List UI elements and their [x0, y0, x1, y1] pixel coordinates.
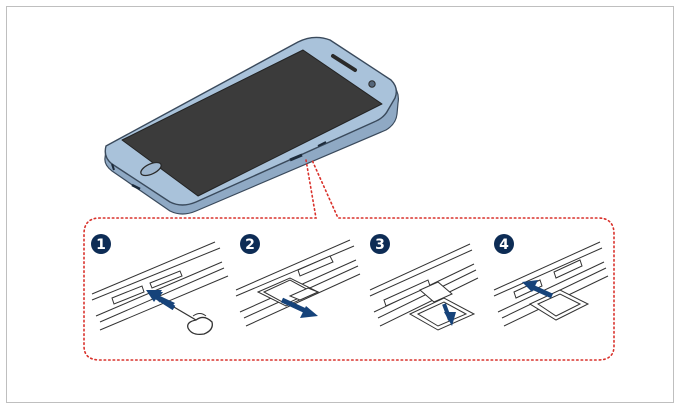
- svg-text:4: 4: [499, 237, 509, 253]
- step-4-arrow: [522, 280, 538, 292]
- sim-card: [419, 281, 453, 303]
- step-badge-3: 3: [370, 234, 390, 254]
- step-badge-1: 1: [91, 234, 111, 254]
- svg-text:3: 3: [375, 237, 385, 253]
- phone-illustration: [104, 36, 399, 215]
- step-3-arrow: [444, 312, 456, 326]
- step-badge-2: 2: [240, 234, 260, 254]
- outer-border: [6, 6, 674, 403]
- step-3-illustration: [369, 243, 479, 331]
- earpiece: [331, 54, 357, 72]
- svg-text:2: 2: [245, 237, 255, 253]
- front-camera: [368, 80, 376, 88]
- step-1-illustration: [91, 241, 229, 336]
- step-2-illustration: [235, 239, 361, 327]
- home-button: [140, 161, 162, 177]
- svg-text:1: 1: [96, 237, 106, 253]
- phone-screen: [121, 49, 383, 197]
- step-badge-4: 4: [494, 234, 514, 254]
- step-4-illustration: [493, 241, 609, 327]
- callout-outline: [83, 159, 615, 361]
- step-2-arrow: [300, 306, 318, 318]
